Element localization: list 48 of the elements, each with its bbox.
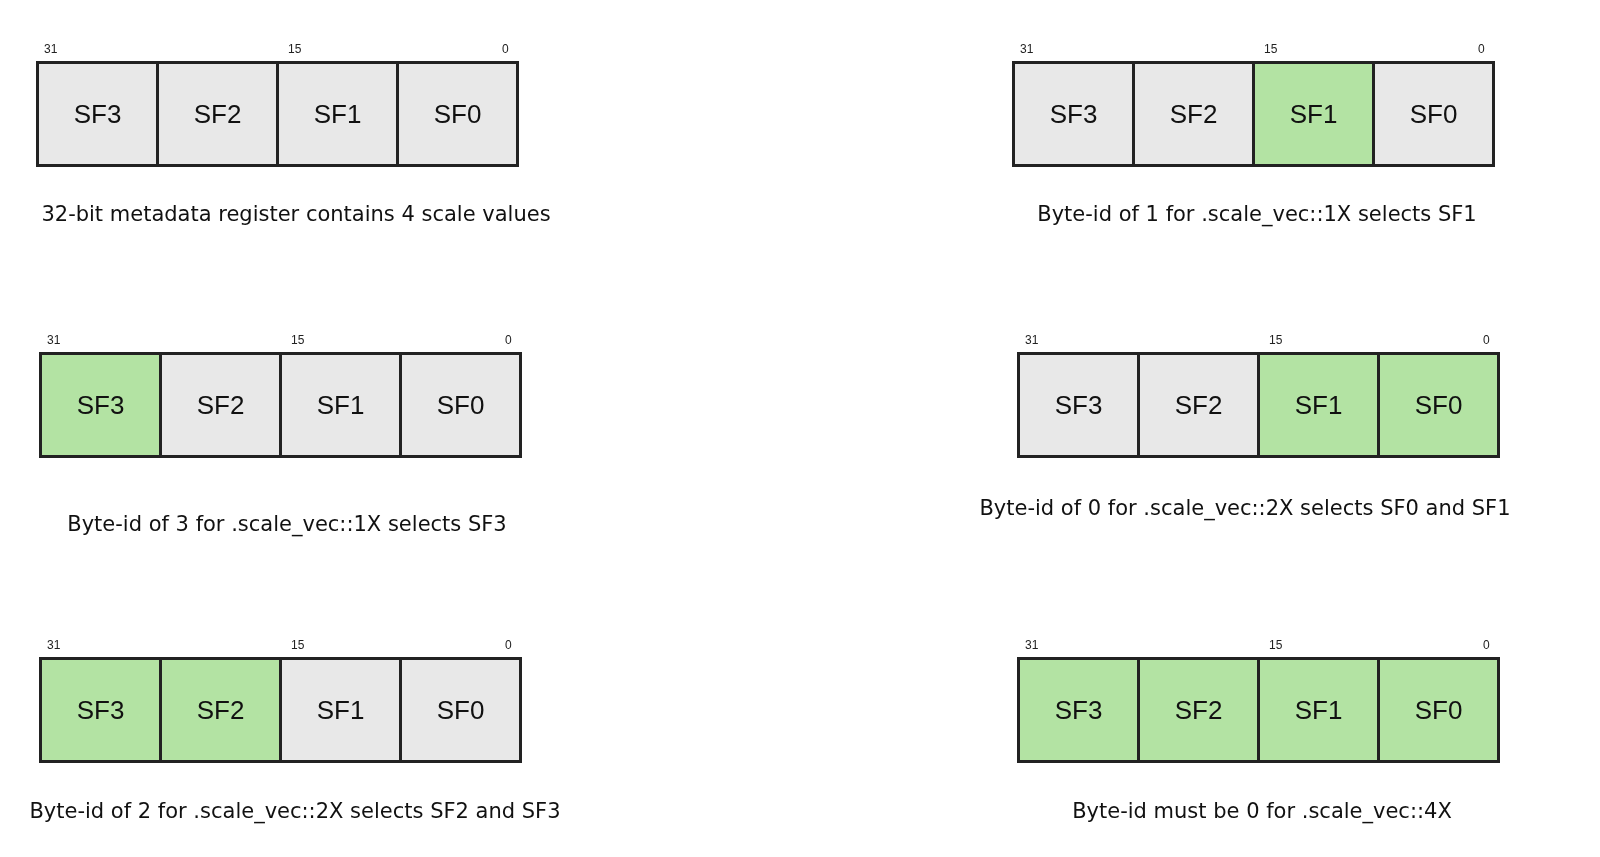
register-field: SF2 [1137, 352, 1260, 458]
caption: Byte-id of 1 for .scale_vec::1X selects SF1 [1037, 202, 1477, 226]
register-field: SF3 [1017, 352, 1140, 458]
register-field: SF0 [396, 61, 519, 167]
register-field: SF0 [399, 657, 522, 763]
register-field: SF2 [1137, 657, 1260, 763]
register-field: SF0 [1372, 61, 1495, 167]
register-field: SF1 [279, 657, 402, 763]
register-field: SF0 [1377, 657, 1500, 763]
register-field: SF3 [36, 61, 159, 167]
register-field: SF2 [156, 61, 279, 167]
register-field: SF3 [1012, 61, 1135, 167]
register-field: SF2 [1132, 61, 1255, 167]
bit-position-label: 0 [1478, 42, 1485, 56]
bit-position-label: 31 [44, 42, 58, 56]
caption: 32-bit metadata register contains 4 scale values [41, 202, 551, 226]
register-field: SF3 [39, 657, 162, 763]
bit-position-label: 0 [505, 638, 512, 652]
register-field: SF2 [159, 657, 282, 763]
caption: Byte-id must be 0 for .scale_vec::4X [1072, 799, 1452, 823]
bit-position-label: 15 [1269, 638, 1283, 652]
bit-position-label: 31 [1025, 638, 1039, 652]
bit-position-label: 31 [47, 333, 61, 347]
register-field: SF1 [1257, 657, 1380, 763]
register-field: SF2 [159, 352, 282, 458]
register-field: SF0 [399, 352, 522, 458]
register-field: SF0 [1377, 352, 1500, 458]
bit-position-label: 0 [505, 333, 512, 347]
bit-position-label: 0 [502, 42, 509, 56]
register-field: SF3 [39, 352, 162, 458]
register-field: SF1 [279, 352, 402, 458]
caption: Byte-id of 2 for .scale_vec::2X selects SF2 and SF3 [29, 799, 561, 823]
bit-position-label: 15 [1264, 42, 1278, 56]
register-field: SF1 [1252, 61, 1375, 167]
bit-position-label: 0 [1483, 333, 1490, 347]
bit-position-label: 31 [1020, 42, 1034, 56]
register-field: SF1 [1257, 352, 1380, 458]
bit-position-label: 31 [1025, 333, 1039, 347]
register-field: SF3 [1017, 657, 1140, 763]
bit-position-label: 15 [288, 42, 302, 56]
register-field: SF1 [276, 61, 399, 167]
bit-position-label: 0 [1483, 638, 1490, 652]
caption: Byte-id of 0 for .scale_vec::2X selects SF0 and SF1 [979, 496, 1511, 520]
caption: Byte-id of 3 for .scale_vec::1X selects SF3 [67, 512, 507, 536]
bit-position-label: 31 [47, 638, 61, 652]
bit-position-label: 15 [291, 638, 305, 652]
bit-position-label: 15 [1269, 333, 1283, 347]
bit-position-label: 15 [291, 333, 305, 347]
